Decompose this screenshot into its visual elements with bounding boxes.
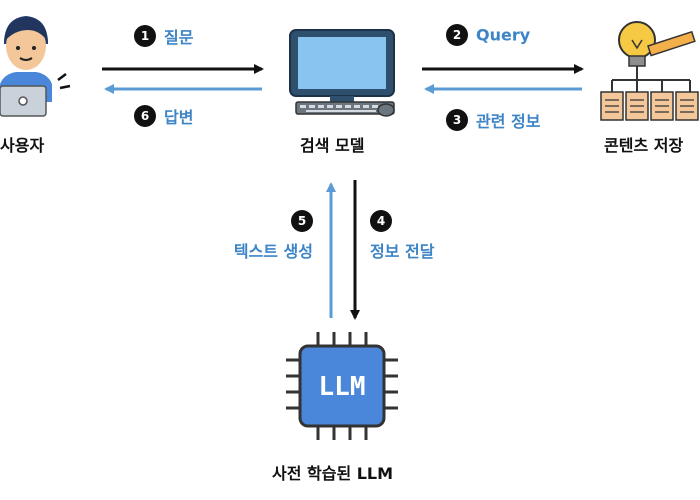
step-1-badge: 1 [134,25,156,47]
content-store-label: 콘텐츠 저장 [604,136,684,155]
content-store-icon [600,21,699,121]
monitor-icon [289,29,395,117]
step-2-badge: 2 [446,24,468,46]
chip-icon [286,332,398,440]
step-4-label: 4 정보 전달 [370,210,434,262]
step-5-label: 5 텍스트 생성 [195,210,313,262]
search-model-label: 검색 모델 [300,136,365,155]
user-icon [0,16,71,117]
step-6-badge: 6 [134,105,156,127]
chip-label: LLM [318,372,366,402]
step-4-badge: 4 [370,210,392,232]
step-5-text: 텍스트 생성 [233,242,313,261]
user-label: 사용자 [0,136,45,155]
llm-label: 사전 학습된 LLM [272,464,394,483]
step-3-badge: 3 [446,109,468,131]
step-5-badge: 5 [291,210,313,232]
step-4-text: 정보 전달 [370,242,435,261]
